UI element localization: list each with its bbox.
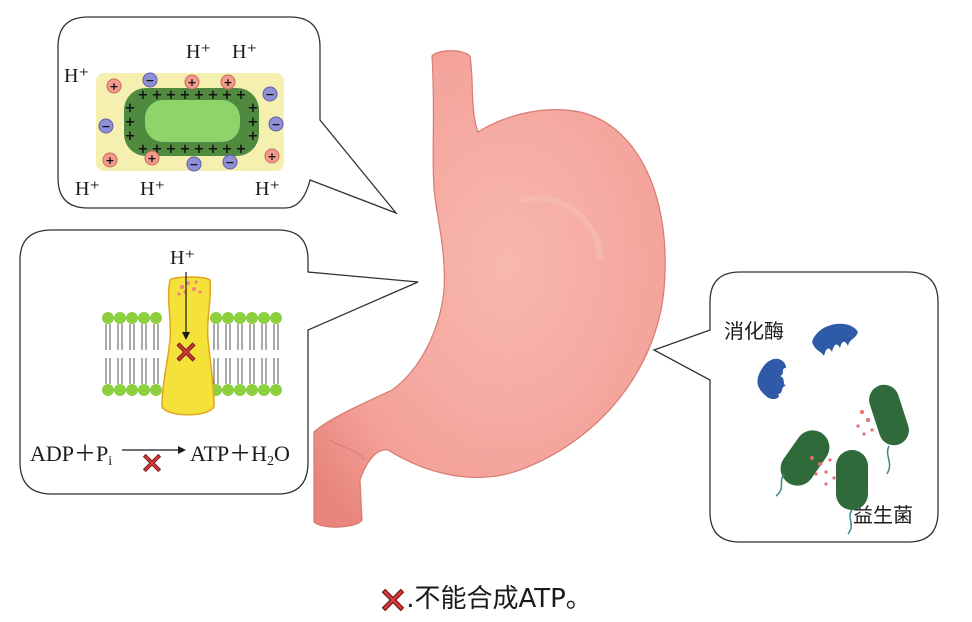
svg-text:+: +	[109, 80, 118, 93]
inner-charge: +	[194, 88, 205, 103]
h-label-top-5: H⁺	[140, 178, 165, 200]
inner-charge: +	[138, 88, 149, 103]
inner-charge: +	[194, 142, 205, 157]
inner-charge: +	[236, 88, 247, 103]
positive-charge: +	[264, 148, 280, 164]
svg-text:−: −	[225, 156, 234, 169]
inner-charge: +	[208, 142, 219, 157]
svg-text:+: +	[147, 152, 156, 165]
inner-charge: +	[166, 142, 177, 157]
inner-charge: +	[125, 115, 136, 130]
probiotic-bacterium-1	[869, 384, 909, 475]
inner-charge: +	[208, 88, 219, 103]
svg-text:−: −	[189, 158, 198, 171]
proton-channel	[161, 272, 215, 416]
positive-charge: +	[102, 152, 118, 168]
svg-text:+: +	[223, 76, 232, 89]
phospholipid-membrane	[102, 312, 282, 396]
positive-charge: +	[106, 78, 122, 94]
inner-charge: +	[125, 101, 136, 116]
inner-charge: +	[180, 88, 191, 103]
inner-charge: +	[248, 129, 259, 144]
svg-text:−: −	[101, 120, 110, 133]
inner-charge: +	[248, 101, 259, 116]
h-label-top-6: H⁺	[255, 178, 280, 200]
negative-charge: −	[186, 156, 202, 172]
positive-charge: +	[220, 74, 236, 90]
h-label-top-4: H⁺	[75, 178, 100, 200]
inner-charge: +	[166, 88, 177, 103]
inner-charge: +	[248, 115, 259, 130]
callout-left	[19, 229, 419, 495]
inner-charge: +	[152, 88, 163, 103]
enzyme-1	[812, 323, 858, 356]
inner-charge: +	[222, 142, 233, 157]
inner-charge: +	[152, 142, 163, 157]
negative-charge: −	[268, 116, 284, 132]
caption-text: .不能合成ATP。	[406, 584, 592, 614]
negative-charge: −	[222, 154, 238, 170]
caption-x-icon	[382, 588, 405, 611]
h-label-top-3: H⁺	[64, 65, 89, 87]
stomach	[313, 50, 666, 528]
positive-charge: +	[184, 74, 200, 90]
svg-text:+: +	[187, 76, 196, 89]
bacteria-secretion	[810, 410, 874, 486]
svg-text:+: +	[267, 150, 276, 163]
positive-charge: +	[144, 150, 160, 166]
caption: .不能合成ATP。	[0, 578, 972, 615]
reaction-left: ADP＋Pi	[30, 441, 112, 469]
negative-charge: −	[142, 72, 158, 88]
inner-charges: ++++++++++++++++++++++	[125, 88, 259, 157]
svg-text:+: +	[105, 154, 114, 167]
inner-charge: +	[236, 142, 247, 157]
enzyme-2	[757, 358, 786, 400]
h-label-left: H⁺	[170, 247, 195, 269]
bacteria-label: 益生菌	[853, 503, 913, 527]
reaction-right: ATP＋H2O	[190, 441, 290, 469]
inner-charge: +	[180, 142, 191, 157]
bacterium-cell	[96, 73, 284, 171]
inner-charge: +	[125, 129, 136, 144]
atp-reaction: ADP＋Pi ATP＋H2O	[30, 441, 290, 469]
h-label-top-1: H⁺	[186, 41, 211, 63]
enzyme-label: 消化酶	[724, 319, 784, 343]
negative-charge: −	[262, 86, 278, 102]
svg-text:−: −	[271, 118, 280, 131]
svg-text:−: −	[265, 88, 274, 101]
outer-charges: +−++−−−+++−−	[98, 72, 284, 172]
negative-charge: −	[98, 118, 114, 134]
inner-charge: +	[222, 88, 233, 103]
probiotic-bacterium-2	[775, 430, 830, 497]
svg-text:−: −	[145, 74, 154, 87]
inner-charge: +	[138, 142, 149, 157]
probiotic-bacterium-3	[836, 450, 868, 535]
h-label-top-2: H⁺	[232, 41, 257, 63]
